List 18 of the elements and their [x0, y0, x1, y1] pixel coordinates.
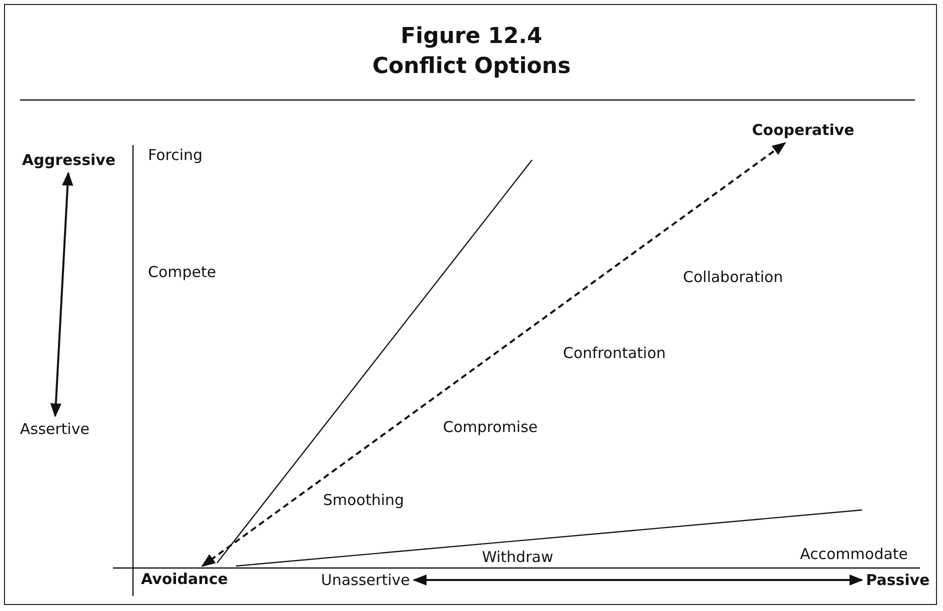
region-label: Compromise	[443, 418, 538, 436]
double-arrow	[412, 574, 864, 586]
region-label: Accommodate	[800, 545, 908, 563]
dashed-double-arrow	[201, 142, 786, 567]
axis-label: Avoidance	[141, 570, 228, 588]
region-label: Confrontation	[563, 344, 666, 362]
figure-title: Figure 12.4 Conflict Options	[371, 23, 572, 81]
axis-label: Aggressive	[22, 151, 116, 169]
axis-label: Assertive	[20, 420, 90, 438]
axis-label: Unassertive	[321, 571, 410, 589]
region-label: Withdraw	[482, 548, 554, 566]
double-arrow	[50, 172, 74, 418]
region-label: Smoothing	[323, 491, 404, 509]
region-label: Compete	[148, 263, 216, 281]
axis-label: Passive	[866, 571, 930, 589]
region-label: Forcing	[148, 146, 203, 164]
region-label: Collaboration	[683, 268, 783, 286]
axis-label: Cooperative	[752, 121, 854, 139]
